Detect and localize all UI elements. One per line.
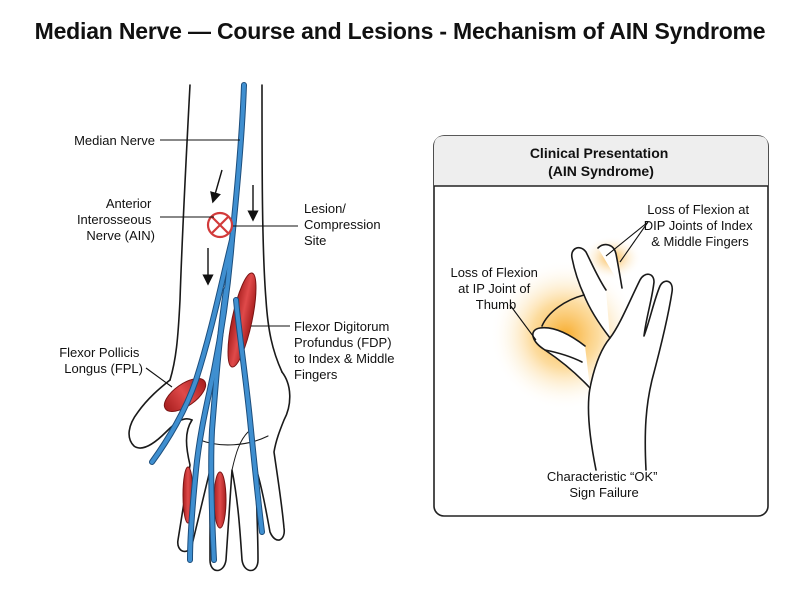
leader-fpl <box>145 367 173 388</box>
lesion-marker <box>206 211 234 239</box>
forearm-outline-right <box>261 84 283 373</box>
nerve-direction-arrows <box>202 169 259 286</box>
leader-ip-thumb <box>509 304 537 341</box>
leader-dip-index <box>605 221 649 257</box>
hand-outline <box>177 371 291 572</box>
clinical-presentation-panel: Clinical Presentation (AIN Syndrome) <box>433 135 769 517</box>
digital-branch-middle <box>209 288 228 562</box>
leader-lines <box>145 139 298 388</box>
ain-branch <box>150 238 234 464</box>
digital-branch-ring <box>234 298 264 534</box>
leader-dip-middle <box>619 221 649 263</box>
ok-sign-hand <box>532 243 674 471</box>
label-dip-loss: Loss of Flexion at DIP Joints of Index &… <box>644 202 757 249</box>
label-median-nerve: Median Nerve <box>74 133 155 148</box>
arrow-down-1 <box>210 169 223 204</box>
panel-title: Clinical Presentation (AIN Syndrome) <box>530 145 672 179</box>
label-fdp: Flexor Digitorum Profundus (FDP) to Inde… <box>294 319 398 382</box>
panel-leader-lines <box>509 221 649 341</box>
label-ain: Anterior Interosseous Nerve (AIN) <box>77 196 155 243</box>
median-nerve-trunk <box>188 83 246 562</box>
diagram-title: Median Nerve — Course and Lesions - Mech… <box>34 18 766 44</box>
label-ip-loss: Loss of Flexion at IP Joint of Thumb <box>450 265 541 312</box>
fdp-muscle <box>227 272 257 368</box>
forearm-hand-illustration <box>128 84 291 572</box>
forearm-outline-left <box>169 84 191 381</box>
label-fpl: Flexor Pollicis Longus (FPL) <box>59 345 143 376</box>
left-labels: Median Nerve Anterior Interosseous Nerve… <box>59 133 398 382</box>
tendon-red-middle <box>213 471 227 529</box>
panel-caption: Characteristic “OK” Sign Failure <box>547 469 661 500</box>
label-lesion: Lesion/ Compression Site <box>304 201 384 248</box>
median-nerve-paths <box>149 82 265 563</box>
